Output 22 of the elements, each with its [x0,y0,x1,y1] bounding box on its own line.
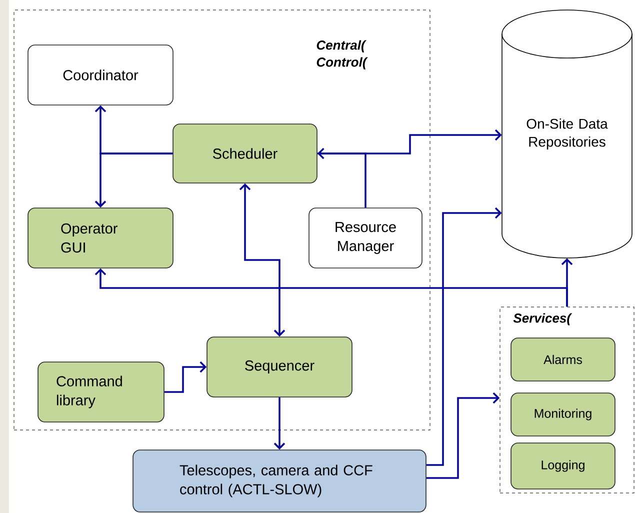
arrow [239,183,286,337]
process-box: Sequencer [206,336,352,398]
arrow [426,207,502,466]
process-box: Operator GUI [28,208,174,268]
arrow [274,397,286,450]
arrow [164,361,207,393]
process-box: Resource Manager [308,208,422,268]
process-box: Scheduler [172,124,318,184]
group-heading: Central( Control( [316,40,368,70]
arrow [94,152,173,208]
process-box: Coordinator [28,44,174,106]
arrow [561,258,573,307]
process-box: Logging [510,442,616,490]
arrow [426,392,500,479]
group-heading: Services( [513,313,572,326]
arrow [317,129,502,154]
process-box: Alarms [510,338,616,382]
process-box: Command library [38,362,164,422]
process-box: Telescopes, camera and CCF control (ACTL-SLOW) [132,450,426,512]
database-cylinder: On-Site Data Repositories [502,10,632,258]
arrow [317,148,366,208]
process-box: Monitoring [510,392,616,436]
